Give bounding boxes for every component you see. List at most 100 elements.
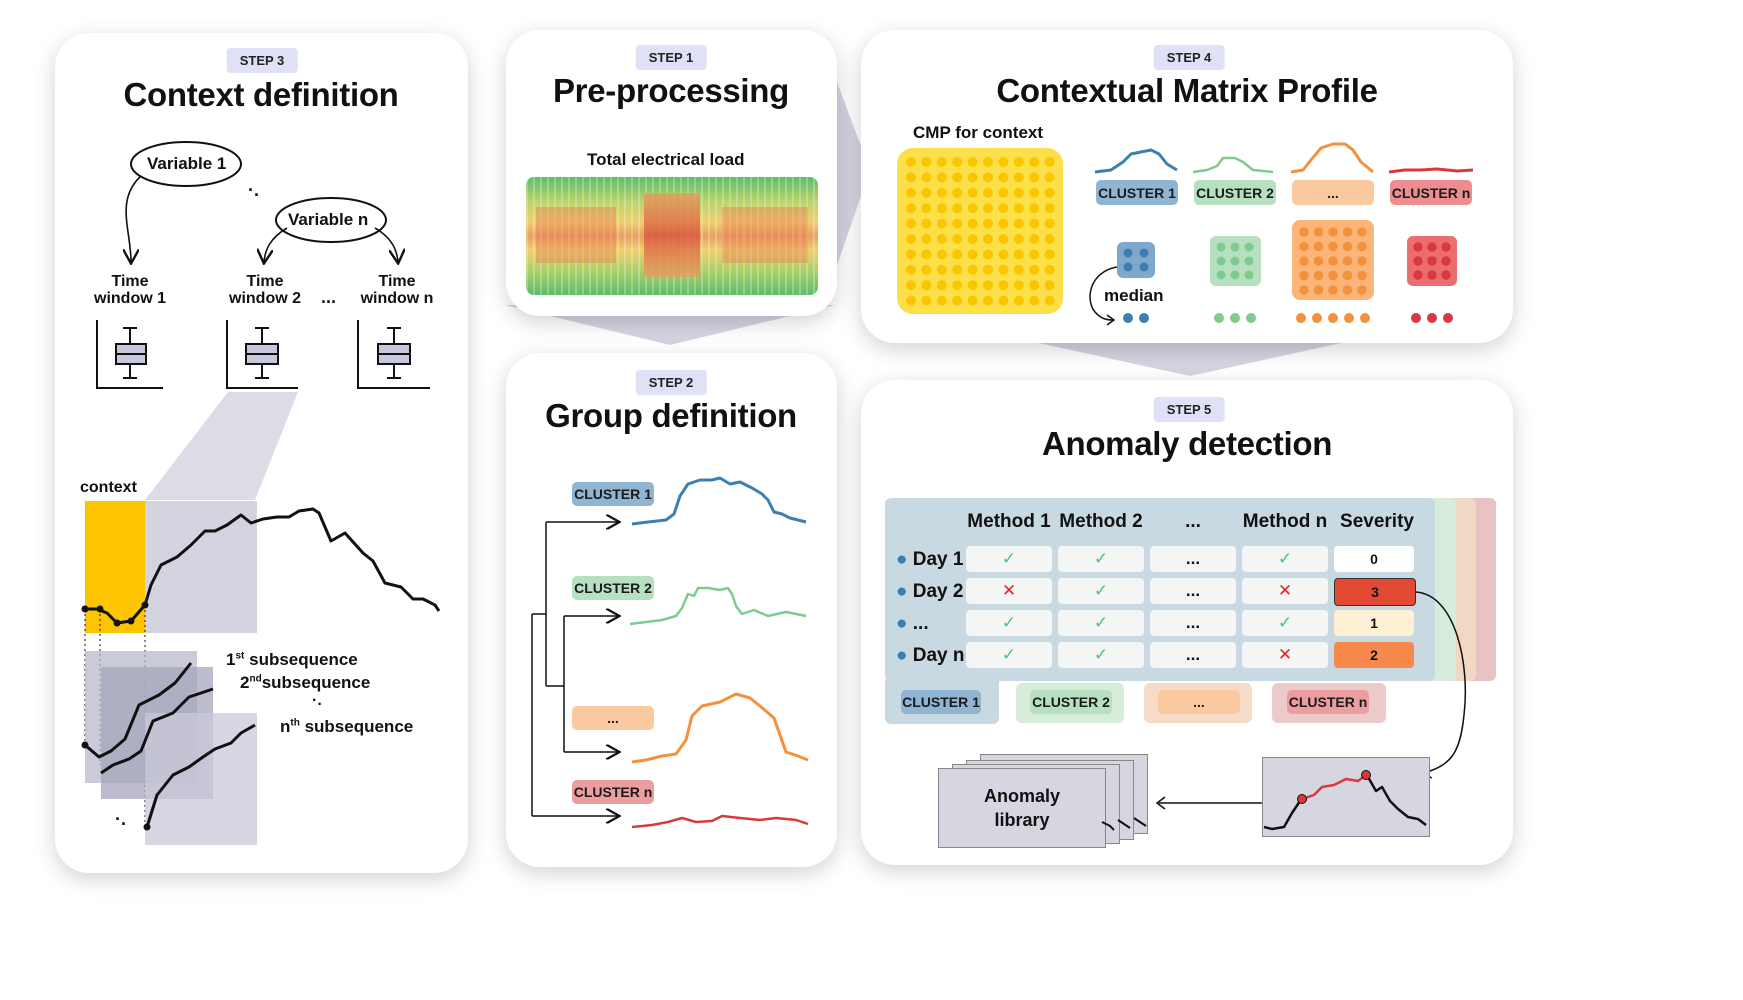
col-method-1: Method 1: [967, 511, 1051, 532]
matrix-dot: [1013, 264, 1024, 275]
matrix-dot: [1013, 203, 1024, 214]
step4-title: Contextual Matrix Profile: [996, 72, 1378, 109]
matrix-dot: [998, 157, 1009, 167]
matrix-dot: [1328, 241, 1338, 252]
matrix-dot: [1230, 242, 1240, 252]
matrix-dot: [952, 172, 963, 183]
matrix-dot: [1029, 234, 1040, 244]
cmp-cluster-1-matrix: [1117, 242, 1155, 278]
arrow-varn-tw2: [264, 227, 288, 262]
matrix-dot: [1313, 241, 1324, 252]
matrix-dot: [1230, 256, 1240, 266]
matrix-dot: [936, 264, 947, 275]
cmp-matrix-full: [897, 148, 1063, 314]
cmp-tag-cluster-n: CLUSTER n: [1390, 180, 1472, 205]
matrix-dot: [921, 157, 932, 167]
matrix-dot: [906, 203, 916, 214]
step2-title: Group definition: [545, 397, 797, 434]
matrix-dot: [1029, 203, 1040, 214]
matrix-dot: [1044, 172, 1055, 183]
matrix-dot: [1441, 270, 1451, 280]
matrix-dot: [952, 249, 963, 260]
anomaly-detail-series: [1263, 770, 1427, 831]
sub1-text: subsequence: [249, 650, 358, 669]
matrix-dot: [1029, 218, 1040, 229]
matrix-dot: [983, 264, 993, 275]
cluster-3-profile: [631, 692, 809, 764]
method-cell-cross: ✕: [1242, 642, 1328, 668]
matrix-dot: [1013, 280, 1024, 291]
median-arrow: [1089, 266, 1118, 321]
heatmap-band-1: [536, 207, 616, 263]
step3-title: Context definition: [123, 76, 399, 113]
severity-cell: 2: [1334, 642, 1414, 668]
method-cell-check: ✓: [966, 546, 1052, 572]
arrow-var1-tw1: [126, 175, 142, 262]
tw1-line2: window 1: [94, 290, 166, 307]
matrix-dot: [906, 157, 916, 167]
matrix-dot: [1029, 157, 1040, 167]
subsequence-1-label: 1st subsequence: [226, 650, 358, 670]
method-cell-check: ✓: [966, 610, 1052, 636]
method-cell-cross: ✕: [1242, 578, 1328, 604]
matrix-dot: [983, 218, 993, 229]
cluster-n-profile: [631, 814, 809, 829]
matrix-dot: [998, 234, 1009, 244]
time-window-2-label: Time window 2: [219, 273, 311, 307]
context-timeseries: ·.: [81, 501, 441, 845]
matrix-dot: [1328, 285, 1338, 295]
matrix-dot: [936, 295, 947, 306]
matrix-dot: [921, 264, 932, 275]
matrix-dot: [1230, 270, 1240, 280]
tw2-line1: Time: [246, 273, 284, 290]
matrix-dot: [983, 172, 993, 183]
subn-text: subsequence: [304, 717, 414, 736]
context-tree-diagram: [96, 141, 430, 500]
matrix-dot: [1413, 256, 1423, 266]
time-window-1-label: Time window 1: [84, 273, 176, 307]
matrix-dot: [983, 249, 993, 260]
tw2-line2: window 2: [229, 290, 301, 307]
subsequence-n-label: nth subsequence: [280, 717, 413, 737]
step4-badge: STEP 4: [1153, 45, 1225, 70]
anomaly-tab-cluster-1[interactable]: CLUSTER 1: [901, 690, 981, 714]
matrix-dot: [1013, 172, 1024, 183]
heatmap-label: Total electrical load: [587, 150, 745, 169]
group-tag-ellipsis: ...: [572, 706, 654, 730]
sub2-sup: nd: [249, 673, 262, 685]
matrix-dot: [921, 218, 932, 229]
matrix-dot: [1013, 234, 1024, 244]
matrix-dot: [1357, 270, 1367, 281]
method-cell-check: ✓: [1242, 546, 1328, 572]
matrix-dot: [1313, 285, 1324, 295]
cmp-tag-ellipsis: ...: [1292, 180, 1374, 205]
matrix-dot: [998, 172, 1009, 183]
method-cell-check: ✓: [1058, 546, 1144, 572]
matrix-dot: [921, 234, 932, 244]
time-window-n-label: Time window n: [351, 273, 443, 307]
time-window-ellipsis: ...: [321, 287, 337, 307]
matrix-dot: [967, 157, 978, 167]
anomaly-highlight: [1301, 774, 1367, 801]
matrix-dot: [936, 203, 947, 214]
anomaly-tab-ellipsis[interactable]: ...: [1158, 690, 1240, 714]
matrix-dot: [1029, 187, 1040, 198]
severity-cell: 3: [1334, 578, 1416, 606]
matrix-dot: [921, 295, 932, 306]
anomaly-tab-cluster-n[interactable]: CLUSTER n: [1287, 690, 1369, 714]
boxplot-1: [96, 320, 163, 389]
subsequence-line-1: [84, 662, 193, 759]
matrix-dot: [1413, 270, 1423, 280]
subsequence-line-n: [145, 723, 256, 828]
row-label-day-n: ● Day n: [896, 645, 965, 666]
anomaly-tab-cluster-2[interactable]: CLUSTER 2: [1030, 690, 1112, 714]
twn-line2: window n: [360, 290, 434, 307]
matrix-dot: [952, 264, 963, 275]
matrix-dot: [1216, 270, 1226, 280]
matrix-dot: [1029, 295, 1040, 306]
matrix-dot: [1441, 242, 1451, 252]
cluster-1-profile: [631, 476, 807, 526]
matrix-dot: [1427, 256, 1437, 266]
subsequence-line-2: [100, 687, 214, 775]
boxplot-2: [226, 320, 298, 389]
